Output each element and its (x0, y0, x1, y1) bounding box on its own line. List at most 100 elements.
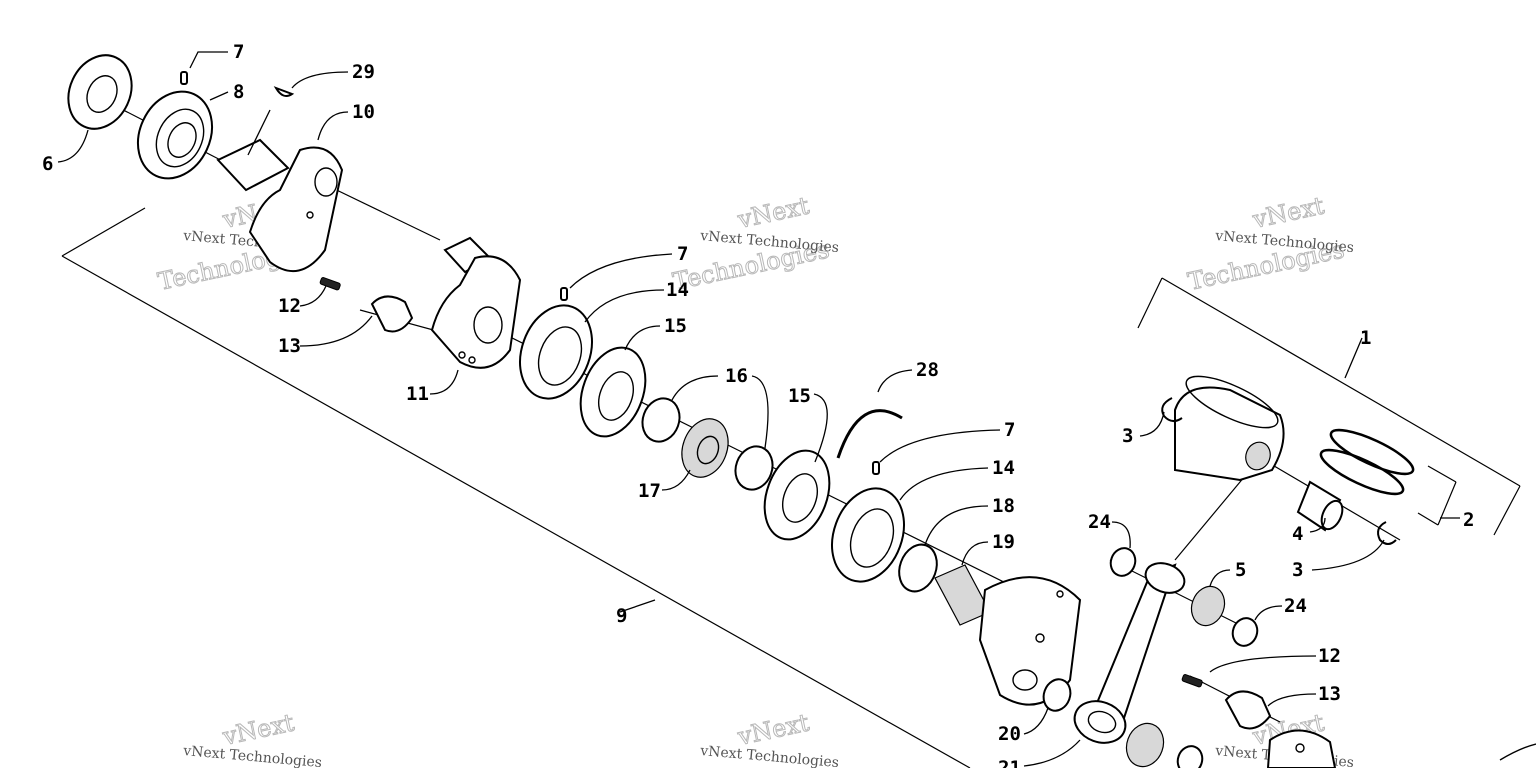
callout-2: 2 (1463, 509, 1474, 531)
leader-7-top (189, 51, 228, 69)
callout-28: 28 (916, 359, 939, 381)
watermark-large-word: vNext (219, 708, 297, 751)
thrust-washer-20 (1042, 678, 1072, 712)
callout-5: 5 (1235, 559, 1246, 581)
watermark-top-center: vNext Technologies vNext Technologies (670, 191, 840, 296)
leader-8 (209, 91, 229, 101)
piston-ring-2-upper (1329, 428, 1415, 476)
callout-18: 18 (992, 495, 1015, 517)
leader-24-left (1111, 521, 1131, 549)
spacer-ring-16-right (734, 445, 774, 491)
washer-24-left (1109, 547, 1137, 577)
callout-19: 19 (992, 531, 1015, 553)
leader-1 (1344, 337, 1363, 379)
ball-bearing-8 (137, 90, 213, 180)
callout-7-top: 7 (233, 41, 244, 63)
callout-4: 4 (1292, 523, 1303, 545)
leader-6 (57, 129, 89, 163)
oil-seal-15-lower (763, 449, 831, 541)
watermark-top-right: vNext Technologies vNext Technologies (1185, 191, 1355, 296)
oil-seal-15 (579, 346, 647, 438)
counterweight-13-top (370, 295, 414, 333)
screw-12-top (319, 277, 341, 291)
leader-21 (1023, 739, 1081, 767)
leader-10 (317, 111, 349, 141)
callout-labels: 1 2 3 3 4 5 6 7 7 7 8 9 10 11 12 12 13 1… (42, 41, 1474, 768)
leader-3-left (1139, 411, 1165, 437)
callout-7-middle: 7 (677, 243, 688, 265)
callout-15-lower: 15 (788, 385, 811, 407)
piston-assembly-bracket (1137, 277, 1521, 536)
callout-13-lower: 13 (1318, 683, 1341, 705)
crank-half-10 (216, 138, 344, 272)
axis-line (1109, 559, 1251, 631)
leader-14 (584, 289, 665, 323)
needle-bearing-lower (1125, 722, 1165, 768)
dowel-pin-7-top (180, 71, 188, 85)
callout-3-right: 3 (1292, 559, 1303, 581)
circlip-3-right (1377, 521, 1397, 545)
washer-24-right (1231, 617, 1259, 647)
piston-ring-2-lower (1319, 448, 1405, 496)
connecting-rod-21 (1073, 562, 1186, 744)
bracket-line (1493, 485, 1521, 536)
dowel-pin-7-middle (560, 287, 568, 301)
crank-half-19 (934, 564, 1082, 706)
bracket-line (1427, 465, 1457, 483)
leader-15-lower (813, 393, 828, 463)
leader-17 (661, 469, 691, 491)
leader-13-top (299, 315, 373, 347)
callout-9: 9 (616, 605, 627, 627)
leader-24-right (1254, 605, 1283, 621)
crankshaft-assembly-bracket (61, 207, 971, 768)
bracket-line (61, 207, 146, 257)
ball-bearing-14 (519, 304, 593, 400)
bracket-line (1137, 277, 1163, 329)
crank-half-lower-partial (1266, 729, 1337, 768)
callout-13-top: 13 (278, 335, 301, 357)
callout-20: 20 (998, 723, 1021, 745)
callout-12-lower: 12 (1318, 645, 1341, 667)
callout-24-left: 24 (1088, 511, 1111, 533)
ball-bearing-14-lower (831, 487, 905, 583)
bracket-line (1417, 512, 1439, 526)
circlip-3-left (1161, 397, 1183, 422)
leader-lines (57, 51, 1460, 767)
leader-16-left (671, 375, 719, 401)
callout-11: 11 (406, 383, 429, 405)
axis-line (319, 181, 441, 241)
oil-seal-6 (67, 54, 133, 130)
callout-14: 14 (666, 279, 689, 301)
callout-24-right: 24 (1284, 595, 1307, 617)
needle-bearing-5 (1190, 585, 1226, 627)
labyrinth-seal-17 (681, 418, 729, 478)
bracket-line (1161, 277, 1521, 487)
leader-3-right (1311, 539, 1385, 571)
callout-14-lower: 14 (992, 457, 1015, 479)
watermark-bottom-left: vNext vNext Technologies (182, 708, 323, 768)
screw-12-lower (1181, 674, 1203, 688)
callout-8: 8 (233, 81, 244, 103)
leader-12-lower (1209, 655, 1317, 673)
o-ring-18 (898, 543, 938, 593)
leader-7-lower (879, 429, 1001, 463)
leader-16-right (751, 375, 769, 449)
piston (1174, 375, 1285, 482)
leader-4 (1309, 517, 1326, 533)
crank-half-11 (430, 236, 522, 369)
watermark-large-word: vNext (734, 708, 812, 751)
watermark-text: vNext Technologies (699, 743, 840, 768)
leader-12-top (299, 285, 327, 307)
leader-13-lower (1267, 693, 1317, 707)
watermark-text: vNext Technologies (182, 743, 323, 768)
leader-9 (619, 599, 656, 613)
watermark-large-word: vNext (1249, 191, 1327, 234)
wrist-pin-4 (1296, 480, 1344, 532)
washer-lower (1176, 745, 1204, 768)
leader-7-middle (569, 253, 673, 289)
counterweight-13-lower (1224, 690, 1272, 730)
dowel-pin-7-lower (872, 461, 880, 475)
callout-6: 6 (42, 153, 53, 175)
leader-15 (624, 325, 661, 351)
